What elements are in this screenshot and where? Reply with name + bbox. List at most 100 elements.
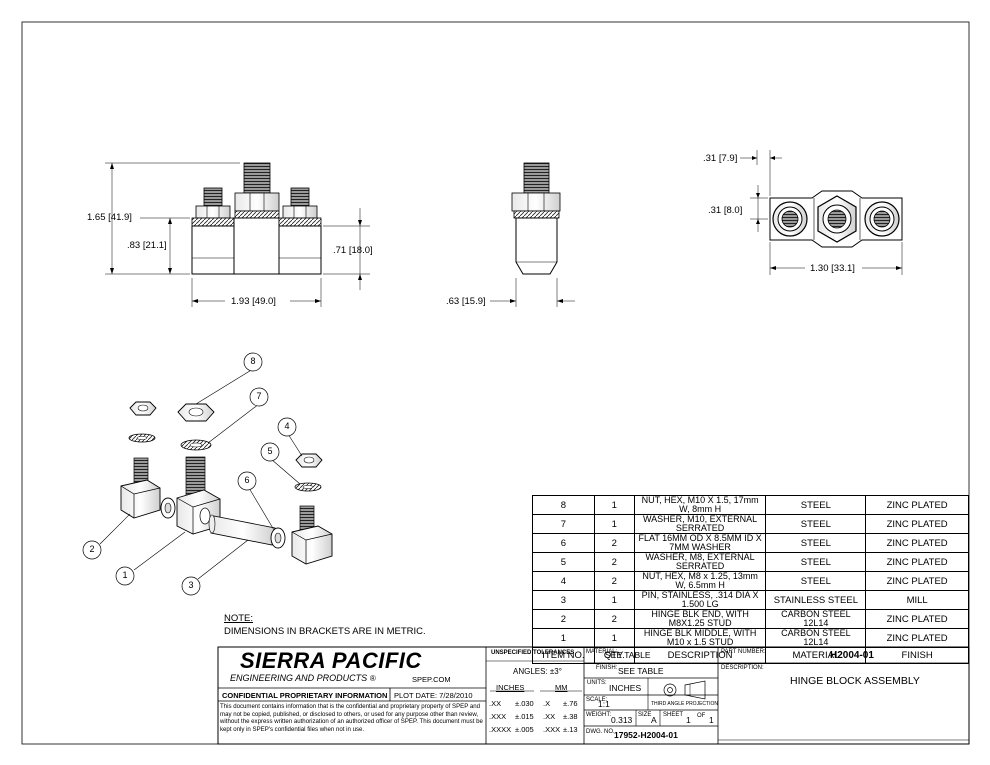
bom-finish: ZINC PLATED bbox=[865, 495, 969, 515]
part-number: H2004-01 bbox=[830, 650, 874, 661]
bom-qty: 1 bbox=[593, 628, 635, 648]
finish-label: FINISH: bbox=[596, 665, 618, 671]
part-label: PART NUMBER: bbox=[721, 649, 766, 655]
bom-finish: MILL bbox=[865, 590, 969, 610]
bom-qty: 1 bbox=[593, 514, 635, 534]
bom-qty: 2 bbox=[593, 533, 635, 553]
bom-description: PIN, STAINLESS, .314 DIA X 1.500 LG bbox=[633, 590, 767, 610]
bom-header-finish: FINISH bbox=[865, 646, 969, 665]
balloon-label: 2 bbox=[89, 544, 95, 554]
company-website: SPEP.COM bbox=[412, 675, 451, 684]
balloon-5 bbox=[260, 442, 280, 462]
dim-top-b: .31 [8.0] bbox=[708, 205, 743, 216]
bom-finish: ZINC PLATED bbox=[865, 609, 969, 629]
dim-top-length: 1.30 [33.1] bbox=[810, 263, 855, 274]
company-sub: ENGINEERING AND PRODUCTS ® bbox=[230, 673, 376, 683]
size-label: SIZE bbox=[638, 712, 652, 718]
tolerance-key: .XXX bbox=[543, 725, 561, 734]
balloon-3 bbox=[181, 576, 201, 596]
sheet-label: SHEET bbox=[663, 712, 684, 718]
bom-qty: 1 bbox=[593, 495, 635, 515]
finish-value: SEE TABLE bbox=[618, 666, 664, 676]
bom-description: FLAT 16MM OD X 8.5MM ID X 7MM WASHER bbox=[633, 533, 767, 553]
bom-qty: 2 bbox=[593, 571, 635, 591]
tolerance-key: .XXXX bbox=[489, 725, 512, 734]
balloon-label: 6 bbox=[244, 475, 250, 485]
tolerance-row: .XX ±.030 bbox=[489, 697, 541, 710]
note-title: NOTE: bbox=[224, 613, 254, 624]
material-label: MATERIAL: bbox=[586, 649, 618, 655]
balloon-2 bbox=[82, 540, 102, 560]
bom-finish: ZINC PLATED bbox=[865, 571, 969, 591]
description-label: DESCRIPTION: bbox=[721, 665, 764, 671]
bom-item-no: 8 bbox=[532, 495, 595, 515]
tolerance-value: ±.005 bbox=[515, 725, 534, 734]
bom-finish: ZINC PLATED bbox=[865, 552, 969, 572]
tolerance-row: .XXX±.015 bbox=[489, 710, 541, 723]
material-value: SEE TABLE bbox=[605, 650, 651, 660]
dwg-number: 17952-H2004-01 bbox=[614, 730, 678, 740]
bom-material: STEEL bbox=[765, 552, 867, 572]
tolerance-key: .X bbox=[543, 699, 551, 708]
bom-description: HINGE BLK END, WITH M8X1.25 STUD bbox=[633, 609, 767, 629]
dim-overall-height: 1.65 [41.9] bbox=[87, 212, 132, 223]
tolerance-value: ±.030 bbox=[515, 699, 534, 708]
bom-finish: ZINC PLATED bbox=[865, 514, 969, 534]
balloon-label: 1 bbox=[122, 570, 128, 580]
description-value: HINGE BLOCK ASSEMBLY bbox=[790, 675, 920, 687]
dim-top-a: .31 [7.9] bbox=[703, 153, 738, 164]
bom-description: NUT, HEX, M8 x 1.25, 13mm W, 6.5mm H bbox=[633, 571, 767, 591]
side-view bbox=[490, 162, 575, 307]
tolerance-angles: ANGLES: ±3° bbox=[513, 667, 562, 676]
weight-value: 0.313 bbox=[611, 715, 633, 725]
tolerance-value: ±.13 bbox=[563, 725, 578, 734]
projection-label: THIRD ANGLE PROJECTION bbox=[651, 701, 718, 707]
note-text: DIMENSIONS IN BRACKETS ARE IN METRIC. bbox=[224, 626, 426, 637]
tolerance-key: .XX bbox=[489, 699, 502, 708]
confidential-label: CONFIDENTIAL PROPRIETARY INFORMATION bbox=[222, 691, 388, 700]
tolerance-row: .XXX±.13 bbox=[543, 723, 585, 736]
bom-header-material: MATERIAL bbox=[765, 646, 867, 665]
bom-item-no: 1 bbox=[532, 628, 595, 648]
balloon-1 bbox=[115, 566, 135, 586]
bom-material: STEEL bbox=[765, 495, 867, 515]
bom-item-no: 4 bbox=[532, 571, 595, 591]
weight-label: WEIGHT: bbox=[586, 712, 611, 718]
bom-description: NUT, HEX, M10 X 1.5, 17mm W, 8mm H bbox=[633, 495, 767, 515]
bom-description: WASHER, M10, EXTERNAL SERRATED bbox=[633, 514, 767, 534]
top-view bbox=[740, 150, 903, 275]
tolerance-value: ±.38 bbox=[563, 712, 578, 721]
sheet-value: 1 bbox=[686, 715, 691, 725]
tolerance-row: .XXXX±.005 bbox=[489, 723, 541, 736]
tolerance-value: ±.76 bbox=[563, 699, 578, 708]
bom-material: STEEL bbox=[765, 514, 867, 534]
dwg-label: DWG. NO. bbox=[586, 729, 615, 735]
bom-qty: 1 bbox=[593, 590, 635, 610]
bom-item-no: 6 bbox=[532, 533, 595, 553]
of-value: 1 bbox=[709, 715, 714, 725]
bom-material: STEEL bbox=[765, 533, 867, 553]
tolerance-inches-label: INCHES bbox=[496, 683, 525, 692]
balloon-7 bbox=[249, 387, 269, 407]
dim-block-height: .71 [18.0] bbox=[333, 245, 373, 256]
bom-qty: 2 bbox=[593, 552, 635, 572]
tolerance-inches: .XX±.030.XXX±.015.XXXX±.005 bbox=[489, 697, 541, 736]
bom-material: STEEL bbox=[765, 571, 867, 591]
front-view bbox=[105, 162, 370, 307]
plot-date: PLOT DATE: 7/28/2010 bbox=[394, 691, 473, 700]
confidential-text: This document contains information that … bbox=[220, 703, 483, 733]
size-value: A bbox=[651, 715, 657, 725]
tolerance-key: .XXX bbox=[489, 712, 507, 721]
bom-item-no: 2 bbox=[532, 609, 595, 629]
tolerance-mm-label: MM bbox=[555, 683, 568, 692]
tolerances-label: UNSPECIFIED TOLERANCES bbox=[491, 650, 575, 656]
bom-description: HINGE BLK MIDDLE, WITH M10 x 1.5 STUD bbox=[633, 628, 767, 648]
balloon-label: 5 bbox=[267, 446, 273, 456]
